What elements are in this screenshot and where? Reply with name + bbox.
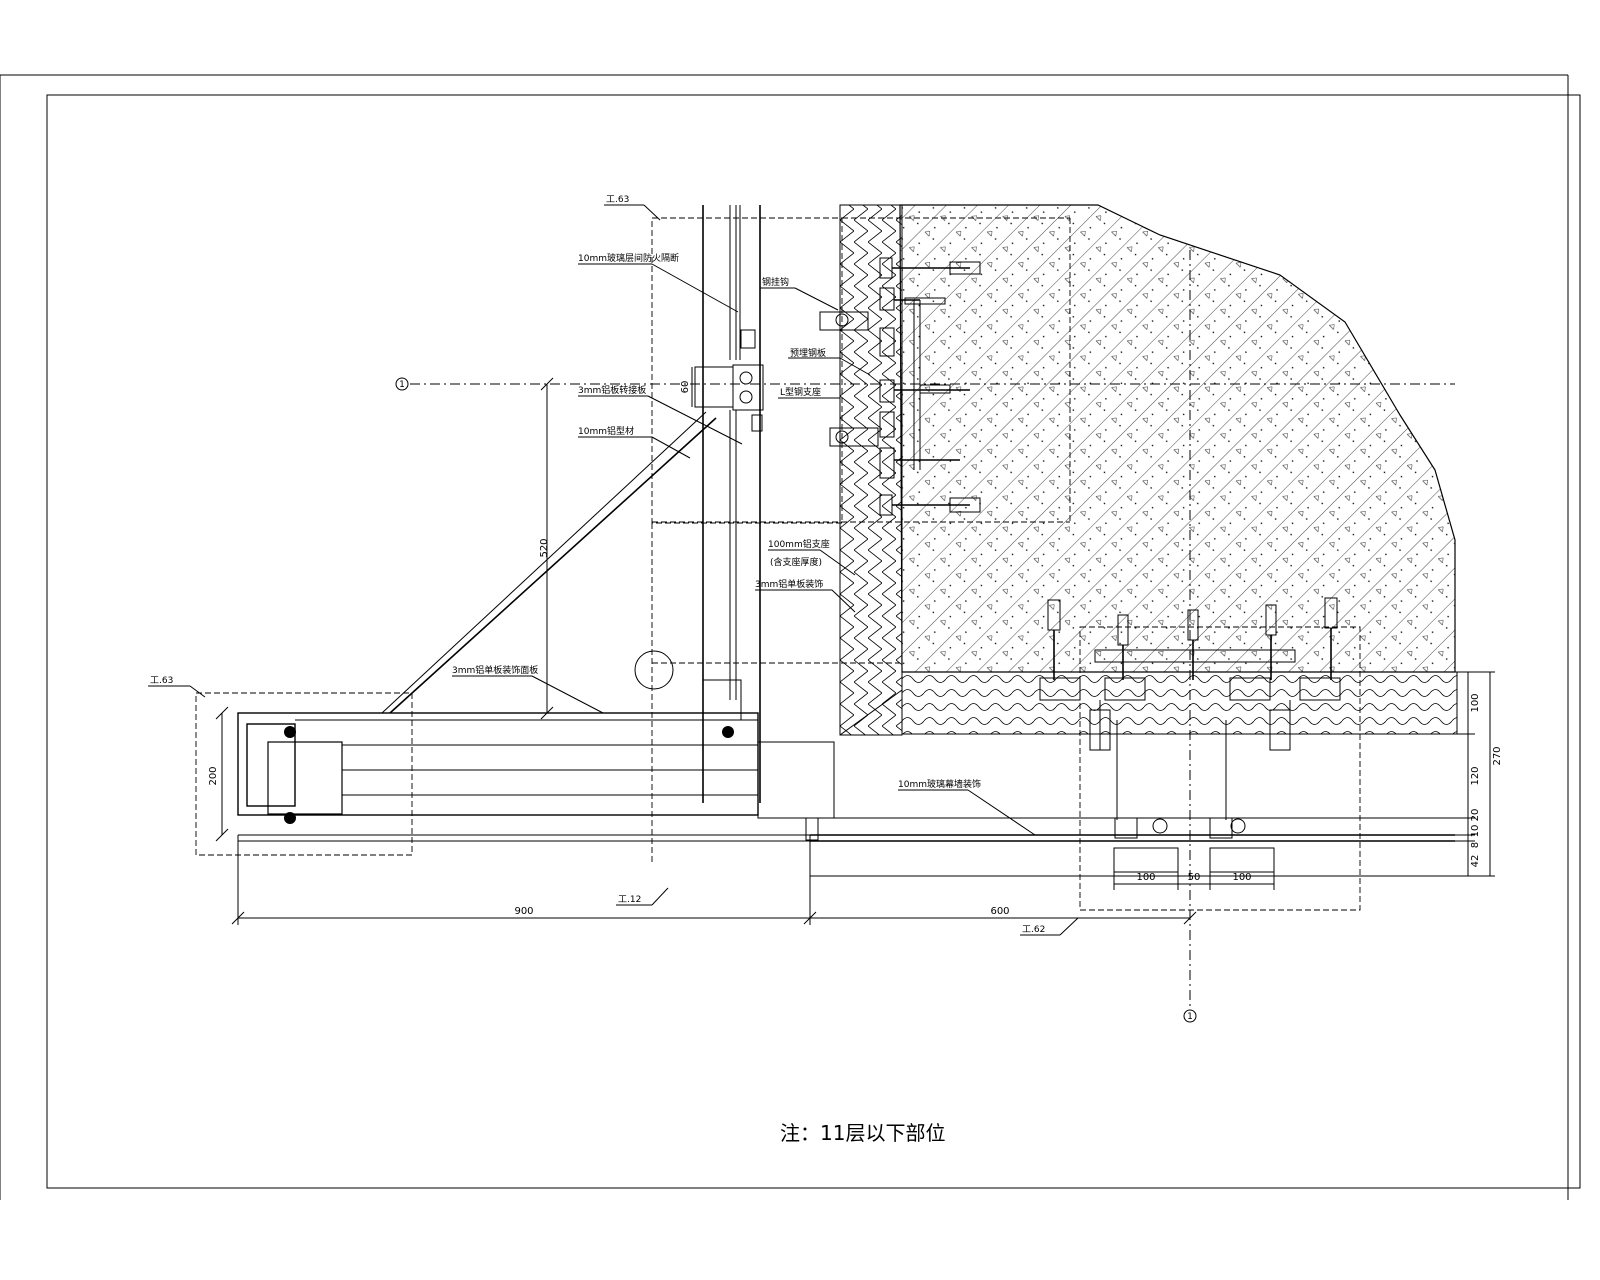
label-alu-10mm-frame: 10mm铝型材 <box>578 425 634 437</box>
label-top-ref: 工.63 <box>606 195 629 205</box>
dimension-lines: 520 60 200 900 600 100 50 100 <box>208 367 1503 925</box>
dim-60: 60 <box>680 381 691 394</box>
grid-axes: 1 1 <box>395 250 1455 1023</box>
label-alu-3mm-panel: 3mm铝单板装饰面板 <box>452 664 538 676</box>
dim-20: 20 <box>1470 809 1481 822</box>
label-alu-100mm-support-note: (含支座厚度) <box>770 556 822 568</box>
label-bottom-ref-1: 工.12 <box>618 895 641 905</box>
annotation-labels: 工.63 10mm玻璃层间防火隔断 钢挂钩 预埋钢板 L型钢支座 3mm铝板转接… <box>150 195 1045 935</box>
axis-bubble-bottom <box>1183 1009 1197 1023</box>
dim-100-right: 100 <box>1470 693 1481 712</box>
concrete-structure <box>652 204 1456 673</box>
sheet-frame <box>0 74 1581 1200</box>
anchor-bolts-horizontal <box>1039 597 1341 820</box>
anchor-bolts-vertical <box>819 257 981 516</box>
vertical-insulation <box>839 204 903 736</box>
axis-bubble-left <box>395 377 409 391</box>
horizontal-insulation <box>839 671 1458 736</box>
label-alu-3mm-cover: 3mm铝单板装饰 <box>755 578 823 590</box>
label-alu-100mm-support: 100mm铝支座 <box>768 538 830 550</box>
label-steel-angle: L型钢支座 <box>780 386 821 398</box>
dim-200: 200 <box>208 766 219 785</box>
dim-10: 10 <box>1470 825 1481 838</box>
leader-lines <box>148 204 1079 936</box>
label-alu-3mm-sheet: 3mm铝板转接板 <box>578 384 646 396</box>
dim-520: 520 <box>539 538 550 557</box>
dim-100-a: 100 <box>1136 872 1155 883</box>
label-glass-10mm-bottom: 10mm玻璃幕墙装饰 <box>898 778 981 790</box>
dim-900: 900 <box>514 906 533 917</box>
axis-left-label: 1 <box>399 380 405 390</box>
bottom-glass-line <box>805 817 1455 877</box>
label-cast-embed: 预埋钢板 <box>790 347 826 359</box>
label-left-ref: 工.63 <box>150 676 173 686</box>
dim-50: 50 <box>1188 872 1201 883</box>
dim-8: 8 <box>1470 842 1481 848</box>
detail-boundaries <box>195 217 1361 911</box>
axis-bottom-label: 1 <box>1187 1012 1193 1022</box>
drawing-note: 注：11层以下部位 <box>780 1121 945 1145</box>
dim-100-b: 100 <box>1232 872 1251 883</box>
left-horizontal-panel <box>237 411 835 842</box>
dim-270: 270 <box>1492 746 1503 765</box>
label-fixing-bracket: 钢挂钩 <box>762 276 789 288</box>
vertical-mullion <box>694 205 764 803</box>
dim-600: 600 <box>990 906 1009 917</box>
detail-callout-circle <box>634 650 674 690</box>
dim-42: 42 <box>1470 855 1481 868</box>
label-bottom-ref-2: 工.62 <box>1022 925 1045 935</box>
label-glass-10mm-top: 10mm玻璃层间防火隔断 <box>578 252 679 264</box>
dim-120: 120 <box>1470 766 1481 785</box>
